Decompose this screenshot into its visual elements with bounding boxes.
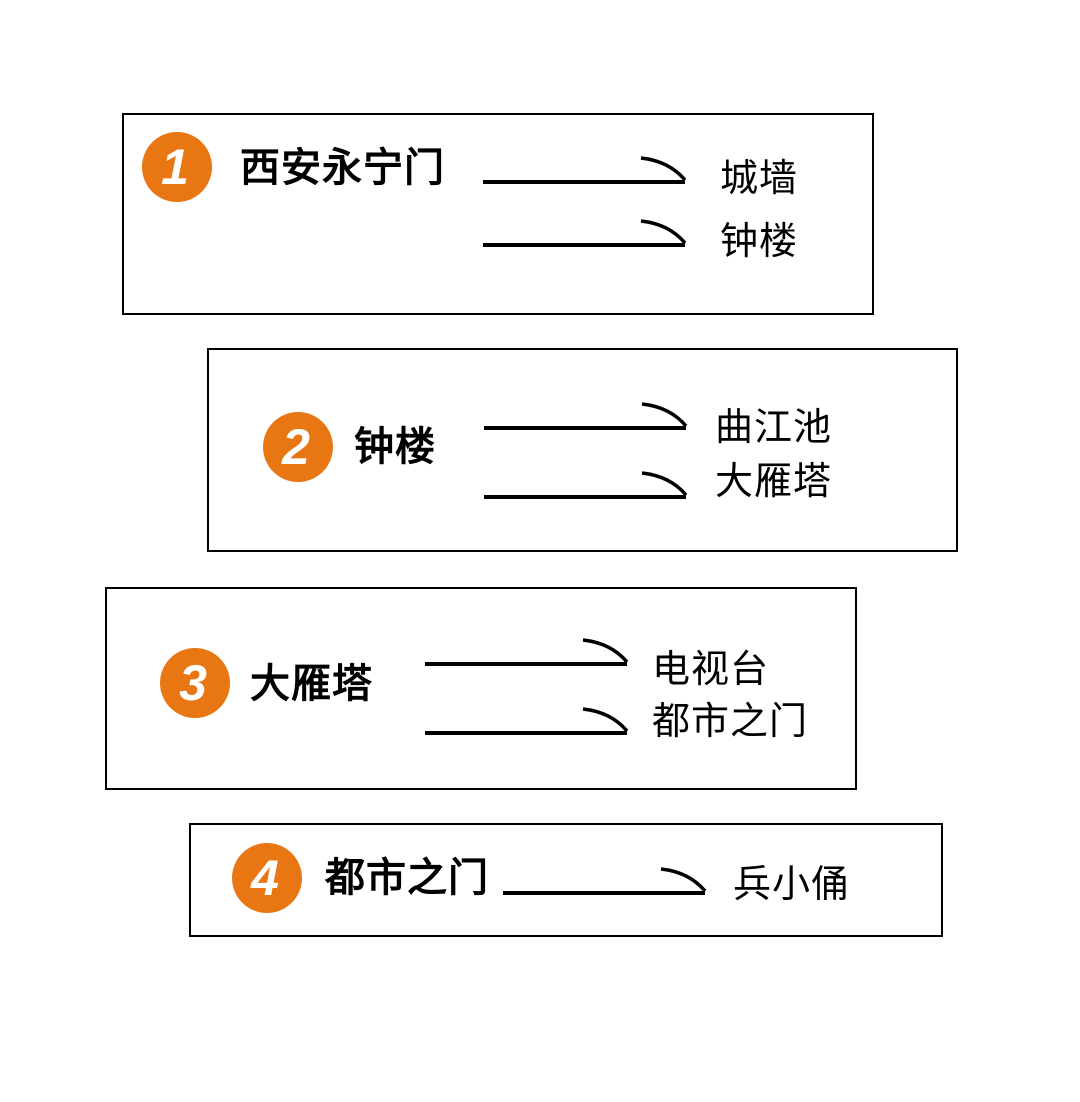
step-box-1: 1 西安永宁门 城墙 钟楼 bbox=[122, 113, 874, 315]
curved-arrow-icon bbox=[425, 638, 629, 666]
destination-label: 曲江池 bbox=[715, 407, 833, 449]
step-number-badge: 3 bbox=[160, 648, 230, 718]
step-label: 大雁塔 bbox=[250, 662, 373, 706]
destination-label: 都市之门 bbox=[652, 701, 809, 743]
curved-arrow-icon bbox=[503, 867, 707, 895]
destination-label: 大雁塔 bbox=[715, 461, 833, 503]
curved-arrow-icon bbox=[425, 707, 629, 735]
step-number-badge: 4 bbox=[232, 843, 302, 913]
destination-label: 电视台 bbox=[652, 649, 770, 691]
step-number-badge: 1 bbox=[142, 132, 212, 202]
step-number-badge: 2 bbox=[263, 412, 333, 482]
curved-arrow-icon bbox=[484, 471, 688, 499]
step-box-3: 3 大雁塔 电视台 都市之门 bbox=[105, 587, 857, 790]
curved-arrow-icon bbox=[484, 402, 688, 430]
destination-label: 钟楼 bbox=[720, 221, 799, 263]
destination-label: 城墙 bbox=[720, 158, 799, 200]
step-label: 都市之门 bbox=[325, 856, 489, 900]
destination-label: 兵小俑 bbox=[733, 864, 851, 906]
step-box-4: 4 都市之门 兵小俑 bbox=[189, 823, 943, 937]
curved-arrow-icon bbox=[483, 156, 687, 184]
step-label: 钟楼 bbox=[354, 425, 436, 469]
step-box-2: 2 钟楼 曲江池 大雁塔 bbox=[207, 348, 958, 552]
curved-arrow-icon bbox=[483, 219, 687, 247]
step-label: 西安永宁门 bbox=[240, 146, 445, 190]
